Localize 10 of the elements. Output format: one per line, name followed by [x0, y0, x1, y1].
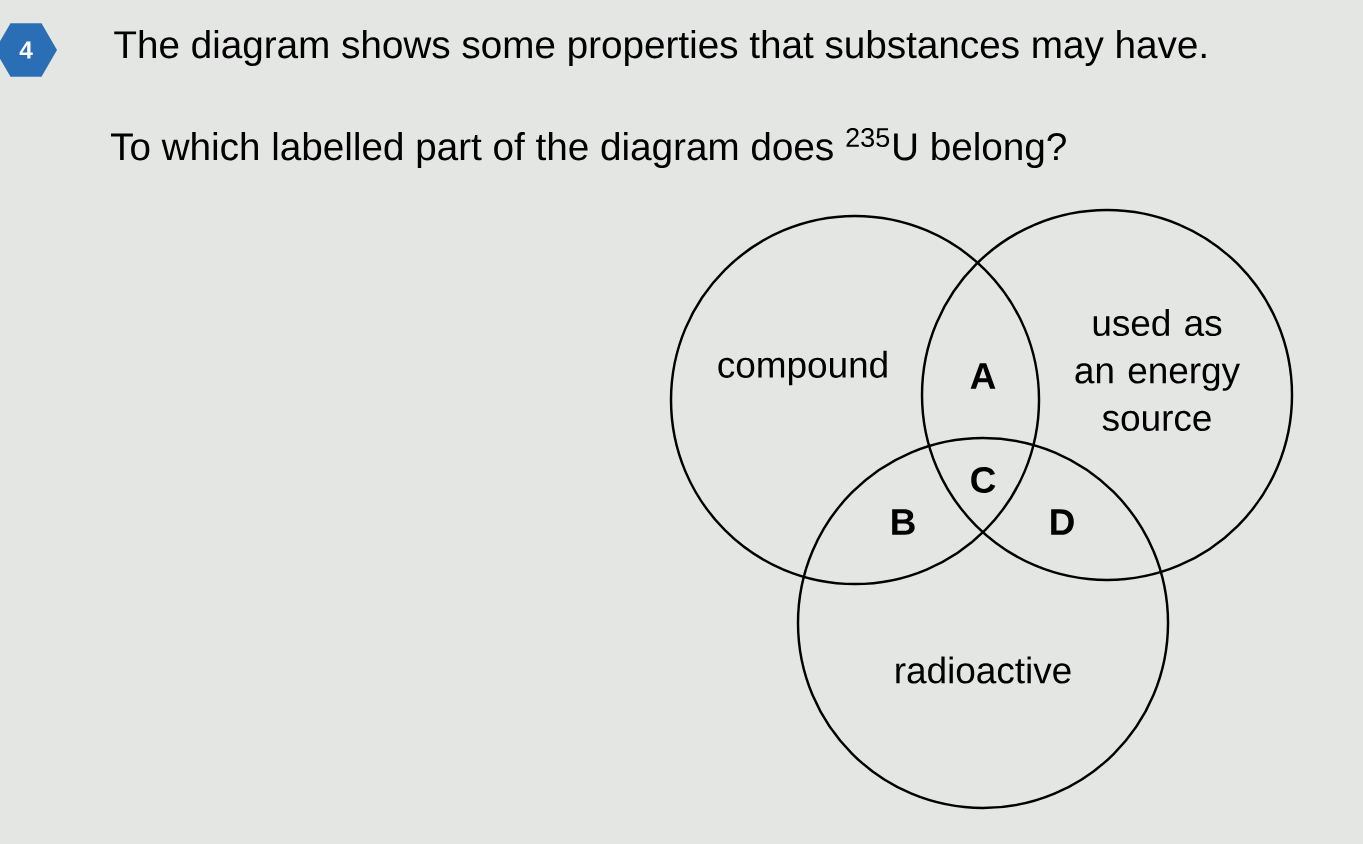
question-text: To which labelled part of the diagram does $^{235}$U belong? [111, 127, 1066, 169]
circle-label: radioactive [896, 656, 1071, 684]
region-letter: C [971, 466, 996, 494]
region-letter: B [892, 509, 915, 535]
question-number-badge: 4 [0, 23, 57, 77]
question-text: The diagram shows some properties that substances may have. [114, 29, 1206, 66]
region-letter: D [1051, 509, 1074, 535]
region-letter: A [970, 363, 996, 389]
circle-label: compound [718, 350, 887, 386]
circle-label: used as an energy source [1075, 309, 1240, 431]
